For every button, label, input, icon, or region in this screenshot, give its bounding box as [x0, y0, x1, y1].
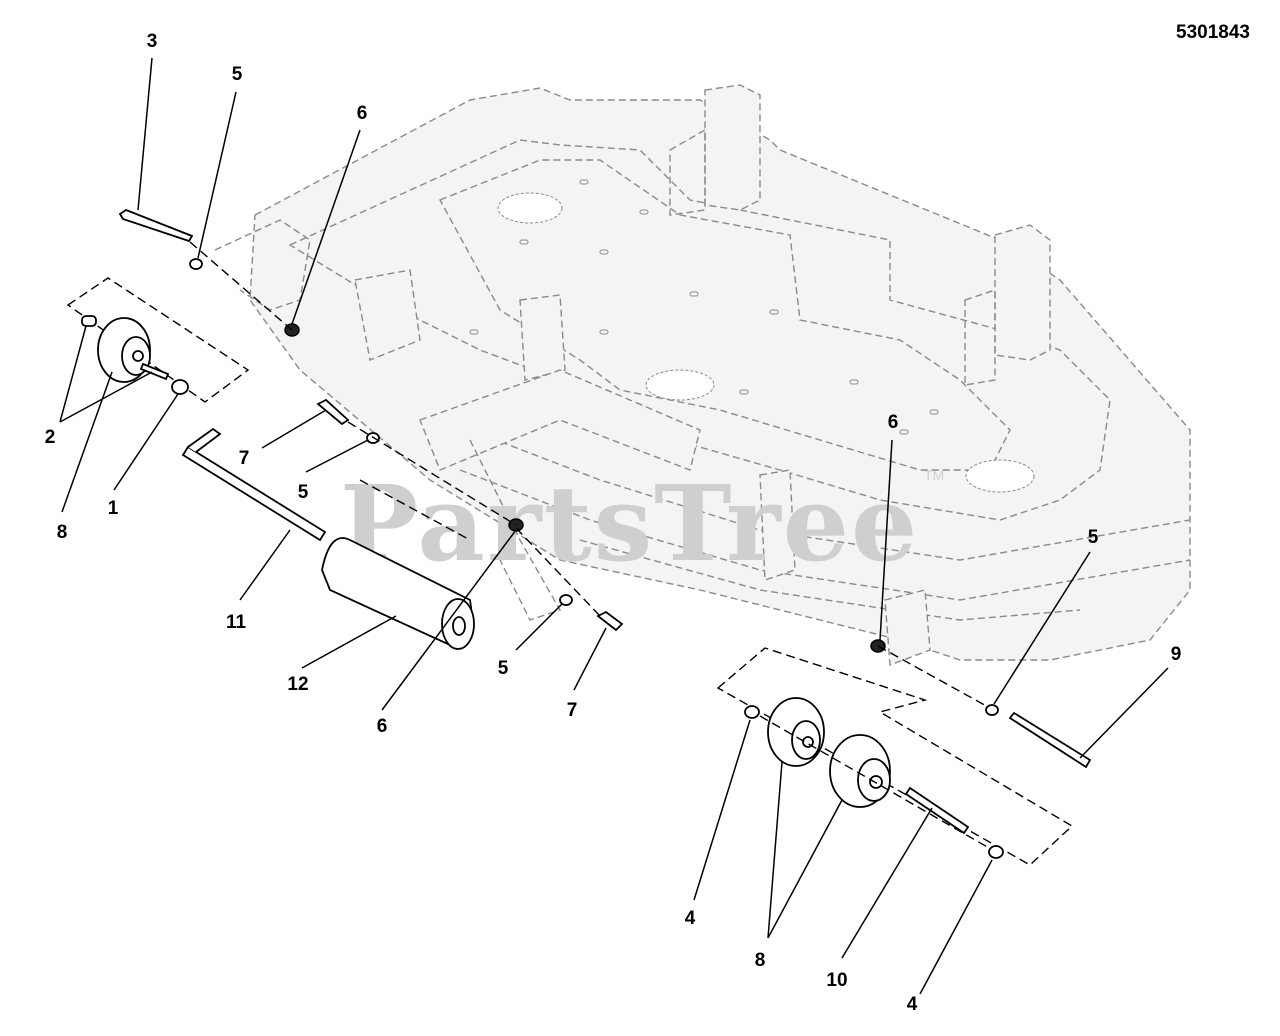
callout-6: 6 [357, 103, 368, 124]
bushing-1 [171, 379, 189, 395]
front-roller-12 [321, 479, 475, 650]
callout-5: 5 [298, 482, 309, 503]
callout-5: 5 [232, 64, 243, 85]
washer-4-left [744, 705, 760, 719]
callout-9: 9 [1171, 644, 1182, 665]
bolt-7-lower [596, 610, 624, 632]
drawing-number: 5301843 [1176, 22, 1250, 43]
callout-8: 8 [755, 950, 766, 971]
mower-deck-ghost [214, 84, 1191, 666]
callout-5: 5 [498, 658, 509, 679]
leader-lines [59, 57, 1169, 995]
callout-7: 7 [567, 700, 578, 721]
callout-4: 4 [685, 908, 696, 929]
washer-4-right [988, 845, 1004, 859]
trademark-mark: TM [924, 467, 944, 483]
callout-1: 1 [108, 498, 119, 519]
callout-6: 6 [377, 716, 388, 737]
bolt-7-upper [316, 398, 350, 426]
callout-11: 11 [226, 612, 247, 633]
right-roller-mount-group [870, 639, 1092, 769]
washer-5-lower [559, 594, 573, 606]
front-roller-mount-group [316, 398, 624, 632]
roller-shaft-11 [181, 427, 327, 542]
callout-10: 10 [826, 970, 847, 991]
callout-3: 3 [147, 31, 158, 52]
bolt-9 [1008, 711, 1092, 769]
spacer-2 [81, 315, 97, 327]
upper-left-roller-group [66, 208, 300, 403]
callout-7: 7 [239, 448, 250, 469]
lower-right-roller-group [716, 647, 1074, 866]
callout-12: 12 [287, 674, 308, 695]
axle-10 [904, 786, 970, 835]
bolt-3 [118, 208, 194, 243]
partstree-watermark: PartsTree [340, 462, 919, 585]
callout-2: 2 [45, 427, 56, 448]
callout-6: 6 [888, 412, 899, 433]
callout-8: 8 [57, 522, 68, 543]
washer-5-upper [189, 258, 203, 270]
callout-4: 4 [907, 994, 918, 1015]
callout-5: 5 [1088, 527, 1099, 548]
washer-5-right [985, 704, 999, 716]
callouts: 3 5 6 2 8 1 7 5 11 12 6 5 7 6 5 9 4 8 10… [45, 31, 1182, 1015]
